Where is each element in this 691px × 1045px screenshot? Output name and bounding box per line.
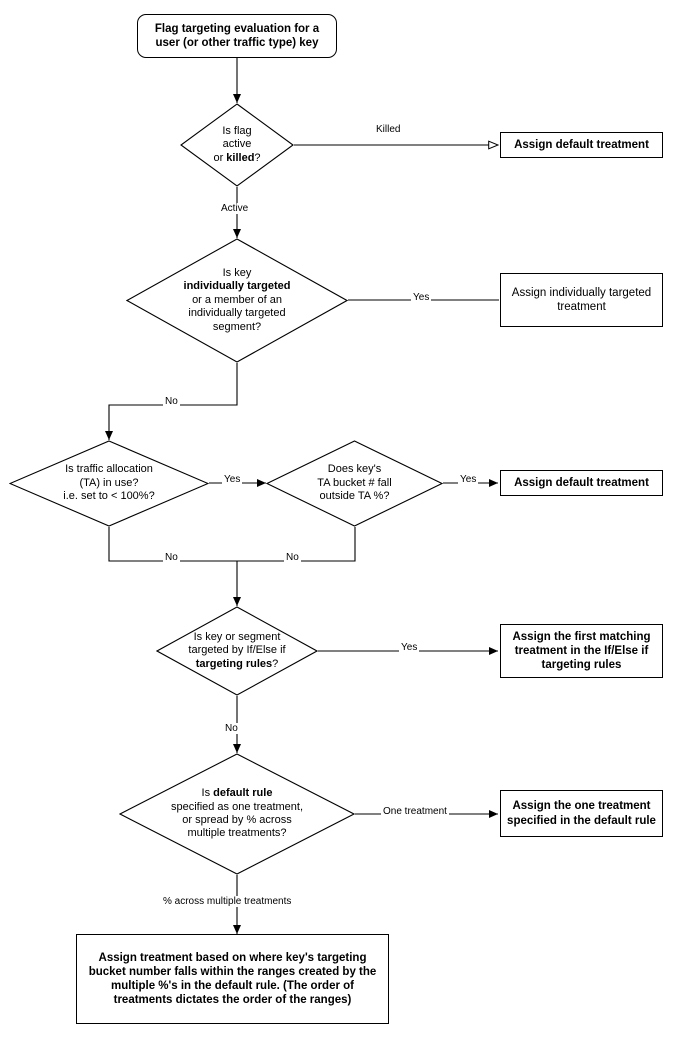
decision-default-rule[interactable]: Is default rule specified as one treatme… — [119, 753, 355, 875]
edge-label-active: Active — [219, 203, 251, 214]
edge-label-bucket-no: No — [284, 552, 301, 563]
decision-targeting-rules[interactable]: Is key or segment targeted by If/Else if… — [156, 606, 318, 696]
edge-label-default-one: One treatment — [381, 806, 449, 817]
decision-default-rule-label: Is default rule specified as one treatme… — [170, 787, 304, 840]
start-node[interactable]: Flag targeting evaluation for a user (or… — [137, 14, 337, 58]
decision-traffic-allocation[interactable]: Is traffic allocation (TA) in use? i.e. … — [9, 440, 209, 527]
decision-flag-state[interactable]: Is flag active or killed? — [180, 103, 294, 187]
edge-label-killed: Killed — [374, 124, 403, 135]
outcome-percent-spread-label: Assign treatment based on where key's ta… — [88, 951, 377, 1007]
outcome-if-else-match[interactable]: Assign the first matching treatment in t… — [500, 624, 663, 678]
edge-label-bucket-yes: Yes — [458, 474, 479, 485]
outcome-percent-spread[interactable]: Assign treatment based on where key's ta… — [76, 934, 389, 1024]
decision-ta-bucket-label: Does key's TA bucket # fall outside TA %… — [317, 463, 392, 503]
outcome-if-else-match-label: Assign the first matching treatment in t… — [512, 630, 651, 671]
decision-individual-target[interactable]: Is key individually targeted or a member… — [126, 238, 348, 363]
edge-label-ta-yes: Yes — [222, 474, 243, 485]
outcome-individually-targeted-label: Assign individually targeted treatment — [511, 286, 652, 313]
start-node-label: Flag targeting evaluation for a user (or… — [154, 22, 320, 49]
decision-ta-bucket[interactable]: Does key's TA bucket # fall outside TA %… — [266, 440, 443, 527]
edge-label-individual-yes: Yes — [411, 292, 432, 303]
edge-label-ta-no: No — [163, 552, 180, 563]
edge-label-individual-no: No — [163, 396, 180, 407]
outcome-ta-default[interactable]: Assign default treatment — [500, 470, 663, 496]
outcome-individually-targeted[interactable]: Assign individually targeted treatment — [500, 273, 663, 327]
decision-flag-state-label: Is flag active or killed? — [213, 124, 261, 164]
edge-label-rules-no: No — [223, 723, 240, 734]
decision-traffic-allocation-label: Is traffic allocation (TA) in use? i.e. … — [63, 463, 155, 503]
edge-label-default-percent: % across multiple treatments — [161, 896, 294, 907]
outcome-ta-default-label: Assign default treatment — [514, 476, 649, 489]
edge-label-rules-yes: Yes — [399, 642, 420, 653]
outcome-killed-default[interactable]: Assign default treatment — [500, 132, 663, 158]
outcome-one-treatment[interactable]: Assign the one treatment specified in th… — [500, 790, 663, 837]
decision-targeting-rules-label: Is key or segment targeted by If/Else if… — [188, 630, 286, 670]
decision-individual-target-label: Is key individually targeted or a member… — [183, 266, 291, 333]
outcome-killed-default-label: Assign default treatment — [514, 138, 649, 151]
outcome-one-treatment-label: Assign the one treatment specified in th… — [507, 800, 656, 827]
